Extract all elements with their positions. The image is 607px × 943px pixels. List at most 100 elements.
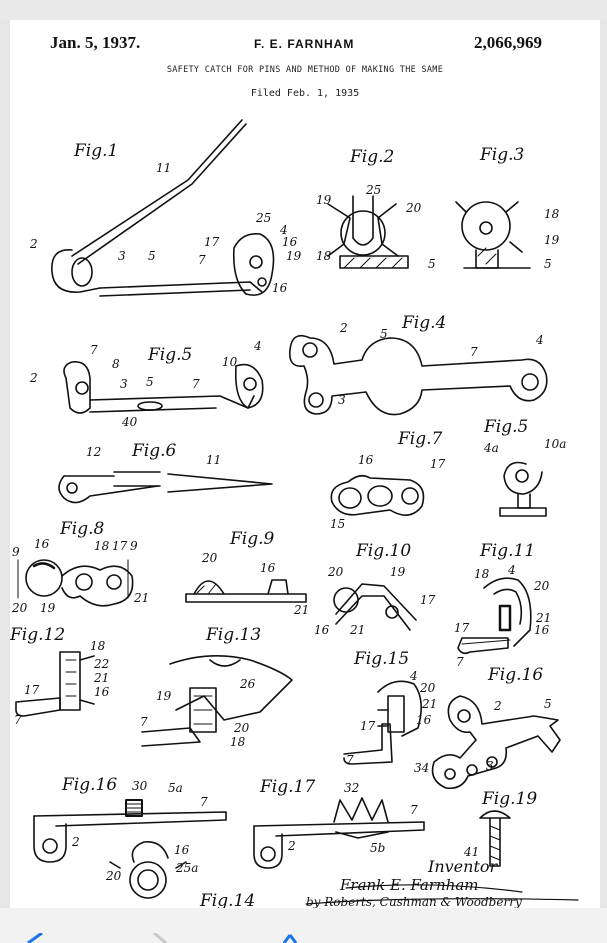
fig19-drawing [479,810,511,867]
share-icon[interactable] [276,933,304,943]
ref-7-fig5: 7 [90,343,98,357]
ref-20-fig9: 20 [201,551,218,565]
ref-25a: 25a [175,861,198,875]
fig10-drawing [333,583,417,631]
ref-8-fig5: 8 [112,357,120,371]
fig1-drawing [51,119,275,297]
inventor-label: Inventor [427,857,499,876]
ref-3-fig5: 3 [120,377,128,391]
fig6-drawing [58,471,273,504]
fig13-label: Fig.13 [205,625,261,645]
ref-16-fig10: 16 [314,623,330,637]
fig5a-drawing [499,461,547,517]
fig5-drawing [63,361,264,414]
ref-16-fig9: 16 [260,561,276,575]
ref-25-fig2: 25 [365,183,381,197]
ref-26: 26 [239,677,256,691]
fig16a-drawing [431,695,561,790]
ref-19-fig13: 19 [156,689,172,703]
ref-5-fig5: 5 [146,375,154,389]
ref-9-left: 9 [12,545,20,559]
fig19-label: Fig.19 [481,789,537,809]
ref-20-fig13: 20 [233,721,250,735]
fig9-drawing [185,579,307,603]
fig9-label: Fig.9 [229,529,275,549]
fig14-label: Fig.14 [199,891,255,908]
chevron-left-icon[interactable] [22,933,50,943]
ref-2: 2 [29,237,38,251]
ref-18-fig2: 18 [316,249,332,263]
ref-41: 41 [463,845,479,859]
ref-18-fig11: 18 [474,567,490,581]
ref-18-fig13: 18 [230,735,246,749]
ref-17-fig7: 17 [430,457,446,471]
ref-16-fig8: 16 [34,537,50,551]
fig5-label: Fig.5 [147,345,192,365]
ref-17-fig15: 17 [360,719,376,733]
ref-20-fig2: 20 [405,201,422,215]
ref-40-fig5: 40 [121,415,138,429]
fig16a-label: Fig.16 [487,665,543,685]
ref-16-fig12: 16 [94,685,110,699]
inventor-signature: Frank E. Farnham [339,876,479,894]
fig17-drawing [253,797,425,869]
fig11-label: Fig.11 [479,541,535,561]
ref-4-fig5: 4 [253,339,262,353]
ref-21-fig11: 21 [535,611,551,625]
fig5a-label: Fig.5 [483,417,528,437]
ref-19-fig10: 19 [390,565,406,579]
ref-2-fig4: 2 [339,321,348,335]
patent-date: Jan. 5, 1937. [50,33,141,52]
ref-7-fig11: 7 [456,655,464,669]
ref-16b: 16 [272,281,288,295]
ref-7-fig16b: 7 [200,795,208,809]
ref-16-fig7: 16 [358,453,374,467]
ref-20-fig10: 20 [327,565,344,579]
fig3-drawing [455,201,531,269]
ref-2-fig16: 2 [493,699,502,713]
ref-5: 5 [148,249,156,263]
ref-7: 7 [198,253,206,267]
ref-17: 17 [204,235,220,249]
fig8-label: Fig.8 [59,519,105,539]
ref-4-fig15: 4 [409,669,418,683]
ref-12: 12 [86,445,101,459]
fig15-label: Fig.15 [353,649,409,669]
inventor-name: F. E. FARNHAM [254,37,355,51]
ref-5-fig3: 5 [544,257,552,271]
ref-18-fig8: 18 [94,539,110,553]
fig7-drawing [330,474,425,516]
ref-11: 11 [156,161,171,175]
ref-5-fig2: 5 [428,257,436,271]
ref-4a: 4a [483,441,499,455]
ref-7-fig15: 7 [346,753,354,767]
ref-21-fig12: 21 [93,671,109,685]
ref-20-fig14: 20 [105,869,122,883]
fig6-label: Fig.6 [131,441,177,461]
fig7-label: Fig.7 [397,429,443,449]
ref-3-fig16: 3 [486,759,494,773]
ref-19: 19 [286,249,302,263]
ref-4-fig11: 4 [507,563,516,577]
ref-32: 32 [344,781,359,795]
chevron-right-icon[interactable] [148,933,176,943]
ref-17-fig12: 17 [24,683,40,697]
ref-7-fig17: 7 [410,803,418,817]
ref-10-fig5: 10 [222,355,238,369]
patent-number: 2,066,969 [474,33,542,52]
patent-drawings: Fig.1 Fig.2 Fig.3 Fig.4 Fig.5 Fig.5 Fig.… [10,119,579,908]
ref-4-fig4: 4 [535,333,544,347]
ref-7-fig4: 7 [470,345,478,359]
patent-sheet: Jan. 5, 1937. F. E. FARNHAM 2,066,969 SA… [10,20,600,908]
ref-19-fig3: 19 [544,233,560,247]
ref-9-right: 9 [130,539,138,553]
ref-5a: 5a [168,781,183,795]
fig16b-label: Fig.16 [61,775,117,795]
fig4-drawing [288,334,548,416]
attorney-signature: by Roberts, Cushman & Woodberry [306,895,522,908]
ref-19-fig8: 19 [40,601,56,615]
ref-2-fig5: 2 [29,371,38,385]
ref-21-fig10: 21 [349,623,365,637]
ref-5-fig16: 5 [544,697,552,711]
ref-20-fig15: 20 [419,681,436,695]
